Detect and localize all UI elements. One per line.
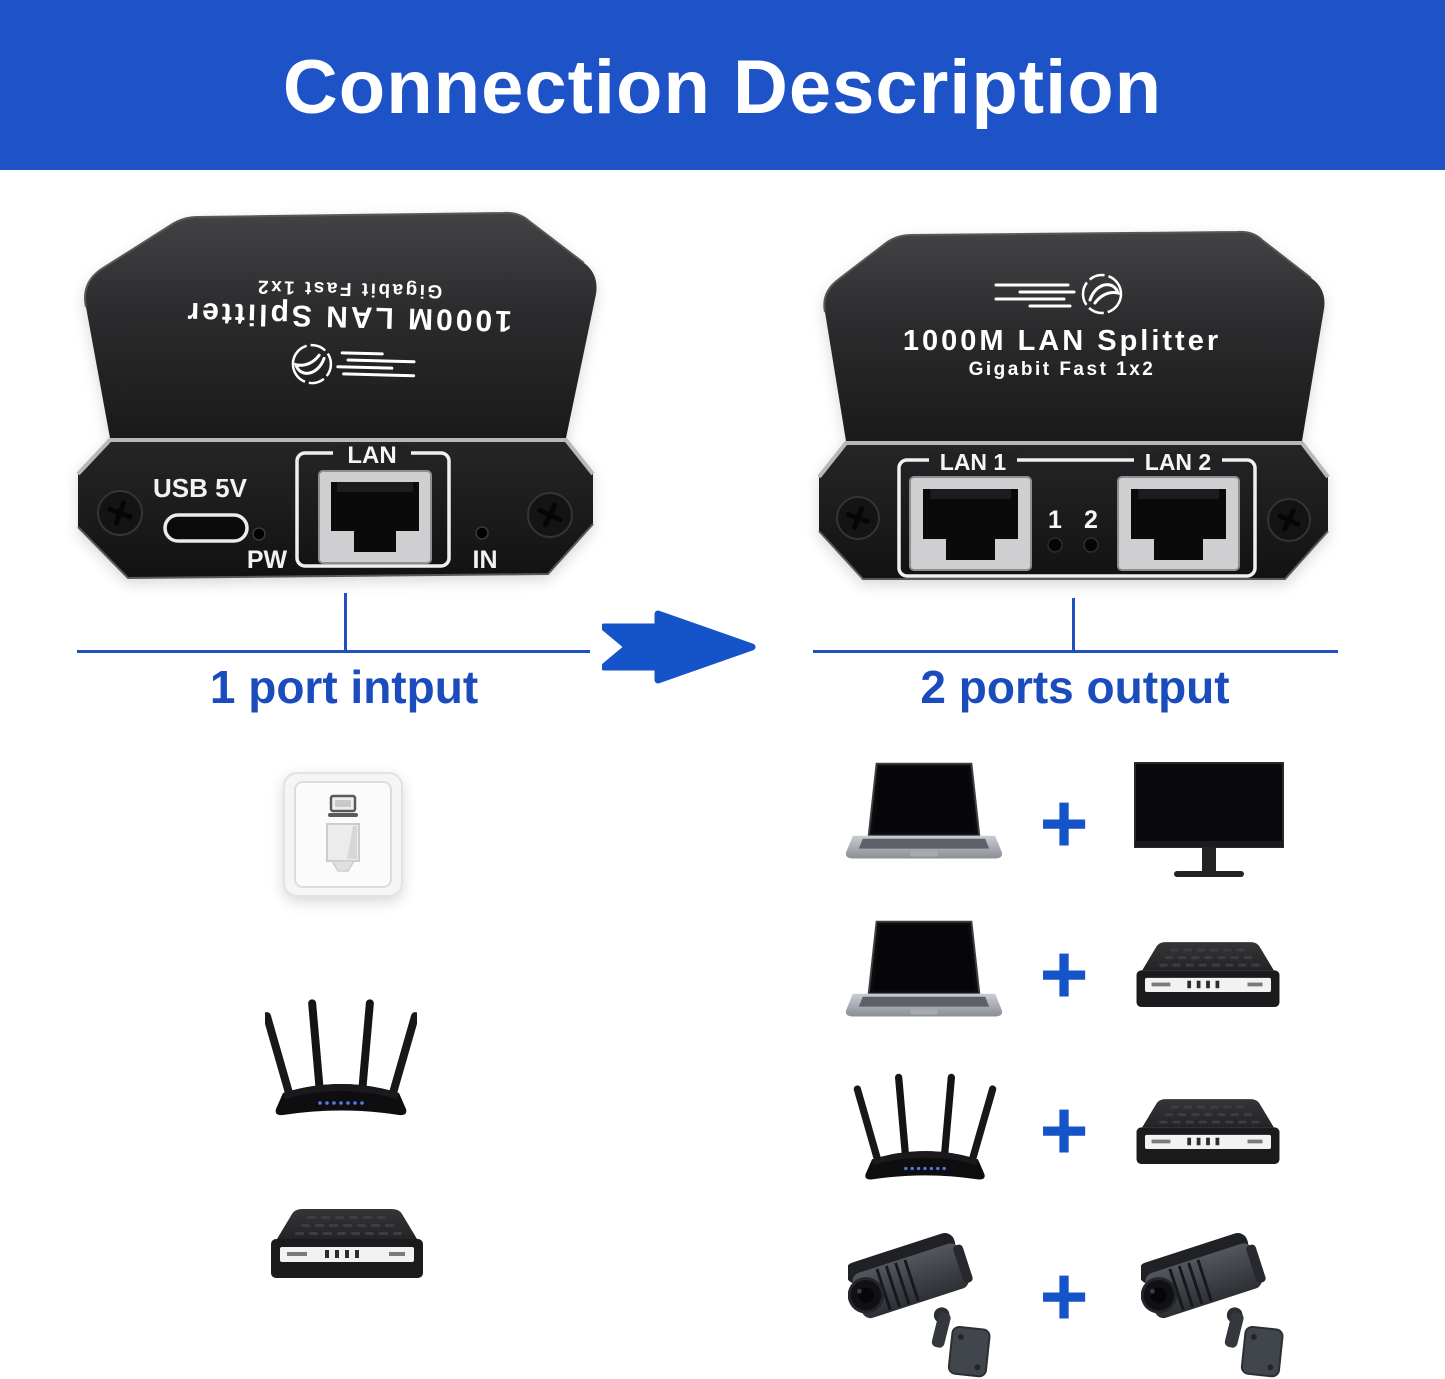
- led1-label: 1: [1048, 506, 1062, 534]
- modem: [1129, 935, 1287, 1017]
- pw-label: PW: [247, 546, 288, 574]
- modem: [263, 1204, 431, 1286]
- power-led: [252, 527, 266, 541]
- lan-splitter-input-device: 1000M LAN Splitter Gigabit Fast 1x2 USB …: [75, 211, 610, 595]
- page-title: Connection Description: [282, 45, 1163, 130]
- led2-dot: [1083, 537, 1099, 553]
- plus-icon: +: [1039, 927, 1089, 1021]
- wall-mount: [1240, 1325, 1284, 1378]
- device-top-face: [824, 231, 1325, 441]
- rj45-port-2: [1117, 476, 1240, 571]
- screw-icon: [836, 496, 880, 540]
- wifi-router: [849, 1068, 1001, 1184]
- label-gap: [929, 452, 1017, 469]
- laptop: [845, 918, 1003, 1034]
- led1-dot: [1047, 537, 1063, 553]
- computer-icon: [328, 794, 358, 817]
- plus-icon: +: [1039, 1249, 1089, 1343]
- usb-c-port: [163, 513, 249, 543]
- plus-icon: +: [1039, 776, 1089, 870]
- modem: [1129, 1093, 1287, 1173]
- lan1-label: LAN 1: [940, 449, 1007, 475]
- vent-texture: [295, 1216, 402, 1235]
- edge-highlight: [84, 211, 585, 308]
- speedometer-rocket-icon: [291, 343, 416, 385]
- label-gap: [333, 445, 411, 462]
- device-subtitle-text: Gigabit Fast 1x2: [255, 276, 442, 302]
- laptop: [845, 760, 1003, 876]
- screw-icon: [1267, 498, 1311, 542]
- title-banner: [0, 0, 1445, 170]
- rj45-port-1: [909, 476, 1032, 571]
- router-leds: [318, 1101, 364, 1105]
- lan-splitter-output-device: 1000M LAN Splitter Gigabit Fast 1x2 LAN …: [817, 230, 1330, 586]
- bevel-rim: [817, 441, 1330, 479]
- in-label: IN: [473, 546, 498, 574]
- ports-outline-box: [897, 458, 1257, 578]
- speedometer-rocket-icon: [994, 273, 1123, 315]
- modem-leds: [287, 1250, 405, 1258]
- jack-opening: [326, 823, 360, 872]
- wifi-router: [262, 993, 420, 1120]
- led2-label: 2: [1084, 506, 1098, 534]
- output-caption: 2 ports output: [920, 661, 1230, 713]
- in-led: [475, 526, 489, 540]
- device-subtitle-text: Gigabit Fast 1x2: [969, 359, 1156, 380]
- wall-mount: [947, 1325, 991, 1378]
- bevel-rim: [76, 438, 595, 476]
- security-camera: [1138, 1222, 1299, 1379]
- device-title-text: 1000M LAN Splitter: [903, 325, 1221, 357]
- monitor: [1134, 762, 1284, 881]
- input-caption: 1 port intput: [209, 661, 479, 713]
- input-bracket-stub: [344, 593, 347, 652]
- bevel-rim-bottom: [818, 530, 1329, 580]
- usb-5v-label: USB 5V: [153, 473, 248, 503]
- rj45-port: [318, 470, 432, 564]
- security-camera: [845, 1222, 1006, 1379]
- device-top-face: [84, 212, 597, 438]
- plus-icon: +: [1039, 1083, 1089, 1177]
- input-bracket-line: [77, 650, 590, 653]
- right-arrow-icon: [600, 610, 758, 684]
- wall-ethernet-jack: [283, 772, 403, 897]
- screw-icon: [527, 492, 573, 538]
- lan2-label: LAN 2: [1145, 449, 1211, 475]
- screw-icon: [97, 490, 143, 536]
- top-face-branding: 1000M LAN Splitter Gigabit Fast 1x2: [903, 273, 1221, 380]
- output-bracket-line: [813, 650, 1338, 653]
- output-bracket-stub: [1072, 598, 1075, 652]
- lan-label: LAN: [347, 442, 396, 469]
- edge-highlight: [823, 230, 1312, 313]
- label-gap: [1134, 452, 1222, 469]
- bevel-rim-bottom: [77, 523, 594, 580]
